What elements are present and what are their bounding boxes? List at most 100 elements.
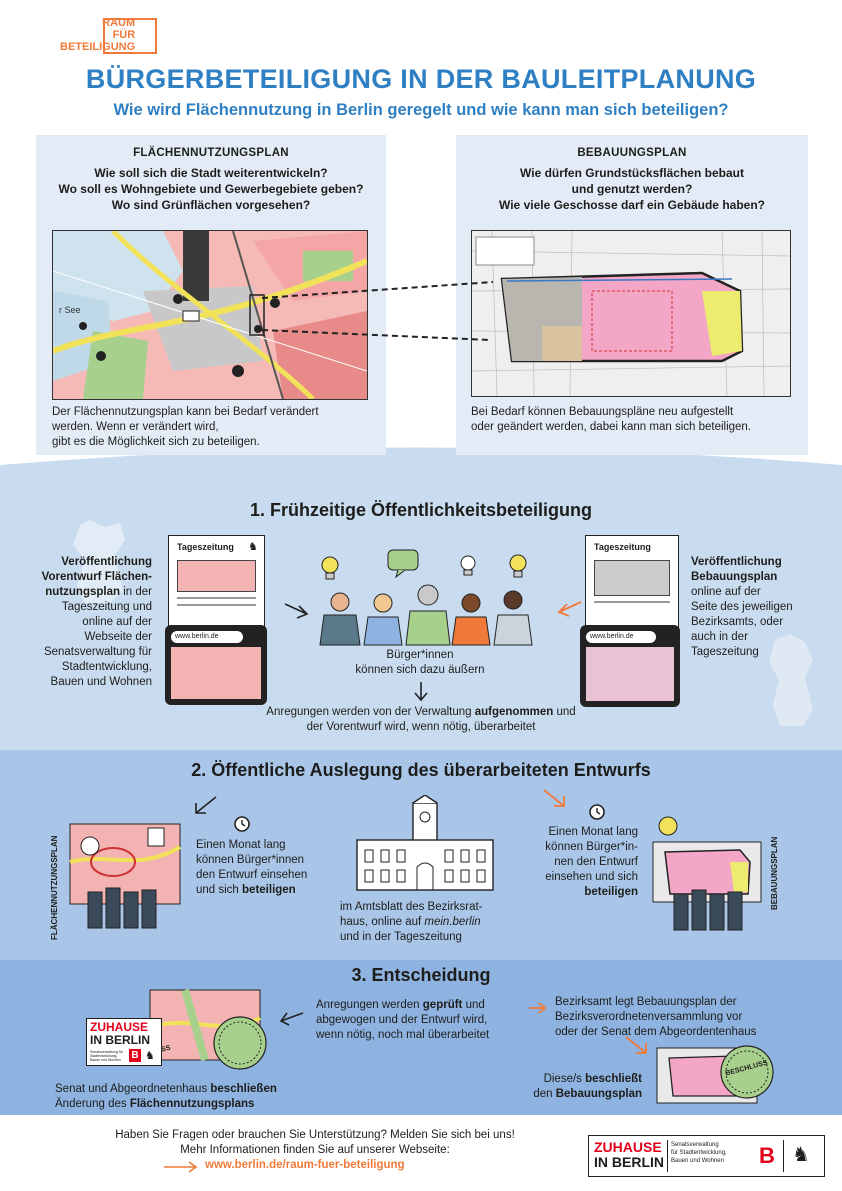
text-line: für Stadtentwicklung, <box>671 1150 727 1156</box>
logo-line: FÜR <box>112 29 136 41</box>
text-line-placeholder <box>177 604 256 606</box>
citizens-caption: Bürger*innen können sich dazu äußern <box>330 648 510 678</box>
text-line: oder geändert werden, dabei kann man sic… <box>471 421 752 433</box>
fnp-decision-graphic <box>149 988 267 1070</box>
text-bold: beschließt <box>585 1073 642 1085</box>
step1-left-text: Veröffentlichung Vorentwurf Flächen- nut… <box>18 555 152 690</box>
text-span: Änderung des <box>55 1098 130 1110</box>
text-line: Tageszeitung und <box>61 601 152 613</box>
text-line: im Amtsblatt des Bezirksrat- <box>340 901 483 913</box>
text-line: Haben Sie Fragen oder brauchen Sie Unter… <box>115 1129 515 1141</box>
text-span: Diese/s <box>543 1073 586 1085</box>
logo-text: RAUM FÜR BETEILIGUNG <box>60 17 135 53</box>
text-line: Mehr Informationen finden Sie auf unsere… <box>180 1144 450 1156</box>
step3-right-text: Bezirksamt legt Bebauungsplan der Bezirk… <box>555 995 815 1040</box>
divider <box>667 1140 668 1172</box>
vertical-text: BEBAUUNGSPLAN <box>770 836 779 910</box>
footer-text: Haben Sie Fragen oder brauchen Sie Unter… <box>60 1128 570 1158</box>
town-hall-icon <box>356 795 494 891</box>
logo-line: RAUM <box>102 17 136 29</box>
text-line: Veröffentlichung <box>691 556 782 568</box>
text-span: in der <box>120 586 152 598</box>
text-span: haus, online auf <box>340 916 425 928</box>
senat-text: Senatsverwaltung für Stadtentwicklung, B… <box>671 1141 727 1165</box>
step2-right-text: Einen Monat lang können Bürger*in- nen d… <box>510 825 638 900</box>
text-line: Bauen und Wohnen <box>50 676 152 688</box>
newspaper-title: Tageszeitung <box>177 542 234 552</box>
text-bold: Bebauungsplan <box>555 1088 642 1100</box>
newspaper-title: Tageszeitung <box>594 542 651 552</box>
arrow-down-icon <box>414 682 428 702</box>
text-line: Stadtentwicklung, <box>61 661 152 673</box>
laptop-screen: www.berlin.de <box>580 625 680 707</box>
text-line-placeholder <box>594 601 670 603</box>
text-line: Bezirksamts, oder <box>691 616 784 628</box>
text-line: Senatsverwaltung für <box>43 646 152 658</box>
divider <box>783 1140 784 1172</box>
zuhause-line: IN BERLIN <box>90 1033 150 1047</box>
text-line: den Entwurf einsehen <box>196 869 308 881</box>
lightbulb-icon <box>321 556 339 580</box>
bear-icon: ♞ <box>145 1050 155 1062</box>
bp-description: Bei Bedarf können Bebauungspläne neu auf… <box>471 405 801 435</box>
zuhause-line: ZUHAUSE <box>594 1139 662 1155</box>
arrow-right-icon <box>529 1002 547 1014</box>
text-line-placeholder <box>177 597 256 599</box>
step2-center-text: im Amtsblatt des Bezirksrat- haus, onlin… <box>340 900 505 945</box>
newspaper-image <box>177 560 256 592</box>
logo-line: BETEILIGUNG <box>60 41 136 53</box>
text-bold: Flächennutzungsplans <box>129 1098 255 1110</box>
fnp-question: Wie soll sich die Stadt weiterentwickeln… <box>94 166 328 180</box>
bp-question: und genutzt werden? <box>571 182 693 196</box>
berlin-bear-icon: ♞ <box>792 1144 810 1166</box>
citizens-group <box>319 549 533 646</box>
text-span: den <box>533 1088 556 1100</box>
text-bold: nutzungsplan <box>45 586 121 598</box>
text-line: auch in der <box>691 631 748 643</box>
bear-silhouette-icon <box>73 520 125 603</box>
arrow-down-right-icon <box>543 789 565 807</box>
text-line: oder der Senat dem Abgeordentenhaus <box>555 1026 757 1038</box>
text-span: Anregungen werden <box>316 999 423 1011</box>
text-line: und in der Tageszeitung <box>340 931 462 943</box>
step1-title: 1. Frühzeitige Öffentlichkeitsbeteiligun… <box>249 500 593 520</box>
step3-left-text: Senat und Abgeordnetenhaus beschließen Ä… <box>55 1082 335 1112</box>
text-line: Webseite der <box>84 631 152 643</box>
text-span: Anregungen werden von der Verwaltung <box>266 706 475 718</box>
text-line: Vorentwurf Flächen- <box>41 571 152 583</box>
text-line: beteiligen <box>584 886 638 898</box>
website-link[interactable]: www.berlin.de/raum-fuer-beteiligung <box>205 1159 405 1171</box>
clock-icon <box>589 804 605 820</box>
footer-logo-box: ZUHAUSE IN BERLIN Senatsverwaltung für S… <box>588 1135 825 1177</box>
step3-title: 3. Entscheidung <box>351 965 491 985</box>
text-line: können Bürger*innen <box>196 854 305 866</box>
screen-map <box>586 647 674 701</box>
bear-silhouette-icon <box>769 634 813 726</box>
speech-bubble-icon <box>387 549 419 579</box>
newspaper: Tageszeitung <box>585 535 679 637</box>
bear-icon: ♞ <box>248 541 258 553</box>
bp-heading: BEBAUUNGSPLAN <box>577 147 687 159</box>
text-line: können Bürger*in- <box>545 841 638 853</box>
laptop-screen: www.berlin.de <box>165 625 267 705</box>
text-line: Bezirksverordnetenversammlung vor <box>555 1011 743 1023</box>
step1-bottom-text: Anregungen werden von der Verwaltung auf… <box>200 705 642 735</box>
step3-middle-text: Anregungen werden geprüft und abgewogen … <box>316 998 526 1043</box>
text-line: Bei Bedarf können Bebauungspläne neu auf… <box>471 406 734 418</box>
fnp-heading: FLÄCHENNUTZUNGSPLAN <box>133 147 289 159</box>
bp-billboard <box>652 816 762 931</box>
text-line: Tageszeitung <box>691 646 759 658</box>
step3-bottom-text: Diese/s beschließt den Bebauungsplan <box>500 1072 642 1102</box>
berlin-b-logo: B <box>759 1143 775 1168</box>
lightbulb-icon <box>509 554 527 578</box>
berlin-b-logo: B <box>129 1049 141 1062</box>
zuhause-line: ZUHAUSE <box>90 1020 149 1034</box>
clock-icon <box>234 816 250 832</box>
text-line: abgewogen und der Entwurf wird, <box>316 1014 488 1026</box>
fnp-vertical-label: FLÄCHENNUTZUNGSPLAN <box>50 830 64 940</box>
fnp-description: Der Flächennutzungsplan kann bei Bedarf … <box>52 405 382 450</box>
text-span: und <box>462 999 485 1011</box>
text-line: Bezirksamt legt Bebauungsplan der <box>555 996 737 1008</box>
text-line: nen den Entwurf <box>554 856 638 868</box>
zuhause-logo: ZUHAUSE IN BERLIN Senatsverwaltung für S… <box>86 1018 162 1066</box>
